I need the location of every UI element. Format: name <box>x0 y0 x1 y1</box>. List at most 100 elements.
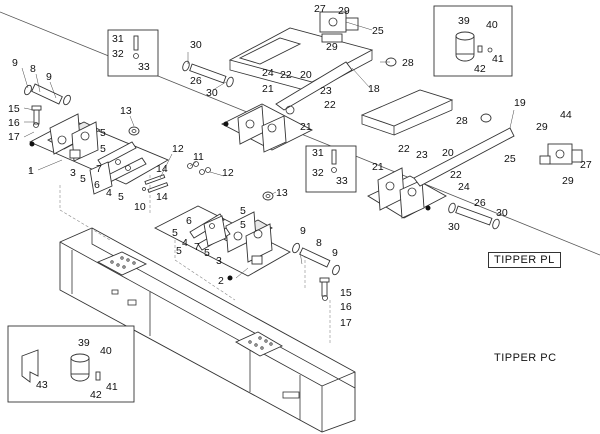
callout-39: 39 <box>78 337 90 349</box>
tipper-pc-label: TIPPER PC <box>494 352 557 364</box>
callout-21: 21 <box>262 83 274 95</box>
callout-13: 13 <box>276 187 288 199</box>
tipper-bracket-upper <box>221 61 353 153</box>
callout-17: 17 <box>8 131 20 143</box>
nut-13-left <box>128 126 140 136</box>
callout-4: 4 <box>106 187 112 199</box>
callout-4: 4 <box>182 237 188 249</box>
tipper-pl-label: TIPPER PL <box>488 252 561 268</box>
callout-33: 33 <box>336 175 348 187</box>
callout-25: 25 <box>372 25 384 37</box>
callout-42: 42 <box>474 63 486 75</box>
callout-20: 20 <box>300 69 312 81</box>
callout-18: 18 <box>368 83 380 95</box>
callout-1: 1 <box>28 165 34 177</box>
callout-40: 40 <box>486 19 498 31</box>
bolt-15-right <box>319 277 330 301</box>
callout-24: 24 <box>262 67 274 79</box>
tipper-frame-right <box>360 89 454 136</box>
callout-30: 30 <box>206 87 218 99</box>
callout-23: 23 <box>320 85 332 97</box>
callout-5: 5 <box>100 127 106 139</box>
callout-32: 32 <box>112 48 124 60</box>
bracket-plate-2 <box>154 205 291 281</box>
callout-26: 26 <box>190 75 202 87</box>
callout-2: 2 <box>218 275 224 287</box>
callout-16: 16 <box>8 117 20 129</box>
callout-22: 22 <box>280 69 292 81</box>
tipper-frame-upper <box>228 27 374 93</box>
inset-box-bolts-upper <box>107 29 159 77</box>
callout-9: 9 <box>12 57 18 69</box>
pin-right-lower <box>292 242 340 276</box>
callout-5: 5 <box>80 173 86 185</box>
linkage-left <box>89 141 147 195</box>
callout-22: 22 <box>398 143 410 155</box>
nut-28-right <box>480 113 492 123</box>
callout-6: 6 <box>94 179 100 191</box>
callout-40: 40 <box>100 345 112 357</box>
callout-10: 10 <box>134 201 146 213</box>
callout-30: 30 <box>496 207 508 219</box>
callout-12: 12 <box>172 143 184 155</box>
callouts: 9 8 9 15 16 17 1 13 5 5 3 5 6 4 7 5 10 1… <box>8 3 592 401</box>
callout-5: 5 <box>240 205 246 217</box>
ref-point-dot <box>227 275 233 281</box>
callout-19: 19 <box>514 97 526 109</box>
callout-7: 7 <box>194 241 200 253</box>
ref-point-dot <box>29 141 35 147</box>
beam-plate-right <box>235 331 283 357</box>
callout-27: 27 <box>580 159 592 171</box>
nut-13-middle <box>262 191 274 201</box>
callout-33: 33 <box>138 61 150 73</box>
callout-21: 21 <box>300 121 312 133</box>
callout-8: 8 <box>316 237 322 249</box>
callout-32: 32 <box>312 167 324 179</box>
pin-left <box>24 83 71 106</box>
callout-29: 29 <box>536 121 548 133</box>
chassis-beam <box>59 227 356 433</box>
callout-5: 5 <box>118 191 124 203</box>
callout-3: 3 <box>216 255 222 267</box>
callout-9: 9 <box>332 247 338 259</box>
inset-box-bottom <box>7 325 135 403</box>
callout-17: 17 <box>340 317 352 329</box>
pin-30-right <box>448 202 500 230</box>
ref-point-dot <box>223 121 229 127</box>
callout-14: 14 <box>156 163 168 175</box>
callout-5: 5 <box>176 245 182 257</box>
inset-box-bolts-lower <box>305 145 357 193</box>
callout-28: 28 <box>456 115 468 127</box>
linkage-middle <box>189 213 231 251</box>
callout-41: 41 <box>492 53 504 65</box>
callout-8: 8 <box>30 63 36 75</box>
callout-29: 29 <box>338 5 350 17</box>
callout-9: 9 <box>300 225 306 237</box>
callout-31: 31 <box>312 147 324 159</box>
callout-13: 13 <box>120 105 132 117</box>
callout-15: 15 <box>8 103 20 115</box>
callout-26: 26 <box>474 197 486 209</box>
callout-29: 29 <box>326 41 338 53</box>
callout-20: 20 <box>442 147 454 159</box>
ref-point-dot <box>425 205 431 211</box>
callout-27: 27 <box>314 3 326 15</box>
callout-43: 43 <box>36 379 48 391</box>
callout-41: 41 <box>106 381 118 393</box>
callout-21: 21 <box>372 161 384 173</box>
callout-42: 42 <box>90 389 102 401</box>
callout-15: 15 <box>340 287 352 299</box>
callout-29: 29 <box>562 175 574 187</box>
callout-24: 24 <box>458 181 470 193</box>
callout-7: 7 <box>96 163 102 175</box>
callout-5: 5 <box>172 227 178 239</box>
callout-30: 30 <box>190 39 202 51</box>
beam-plate-left <box>96 251 148 276</box>
bolt-15-left <box>31 105 42 128</box>
leader-lines <box>21 21 515 279</box>
callout-12: 12 <box>222 167 234 179</box>
callout-6: 6 <box>186 215 192 227</box>
callout-25: 25 <box>504 153 516 165</box>
callout-16: 16 <box>340 301 352 313</box>
